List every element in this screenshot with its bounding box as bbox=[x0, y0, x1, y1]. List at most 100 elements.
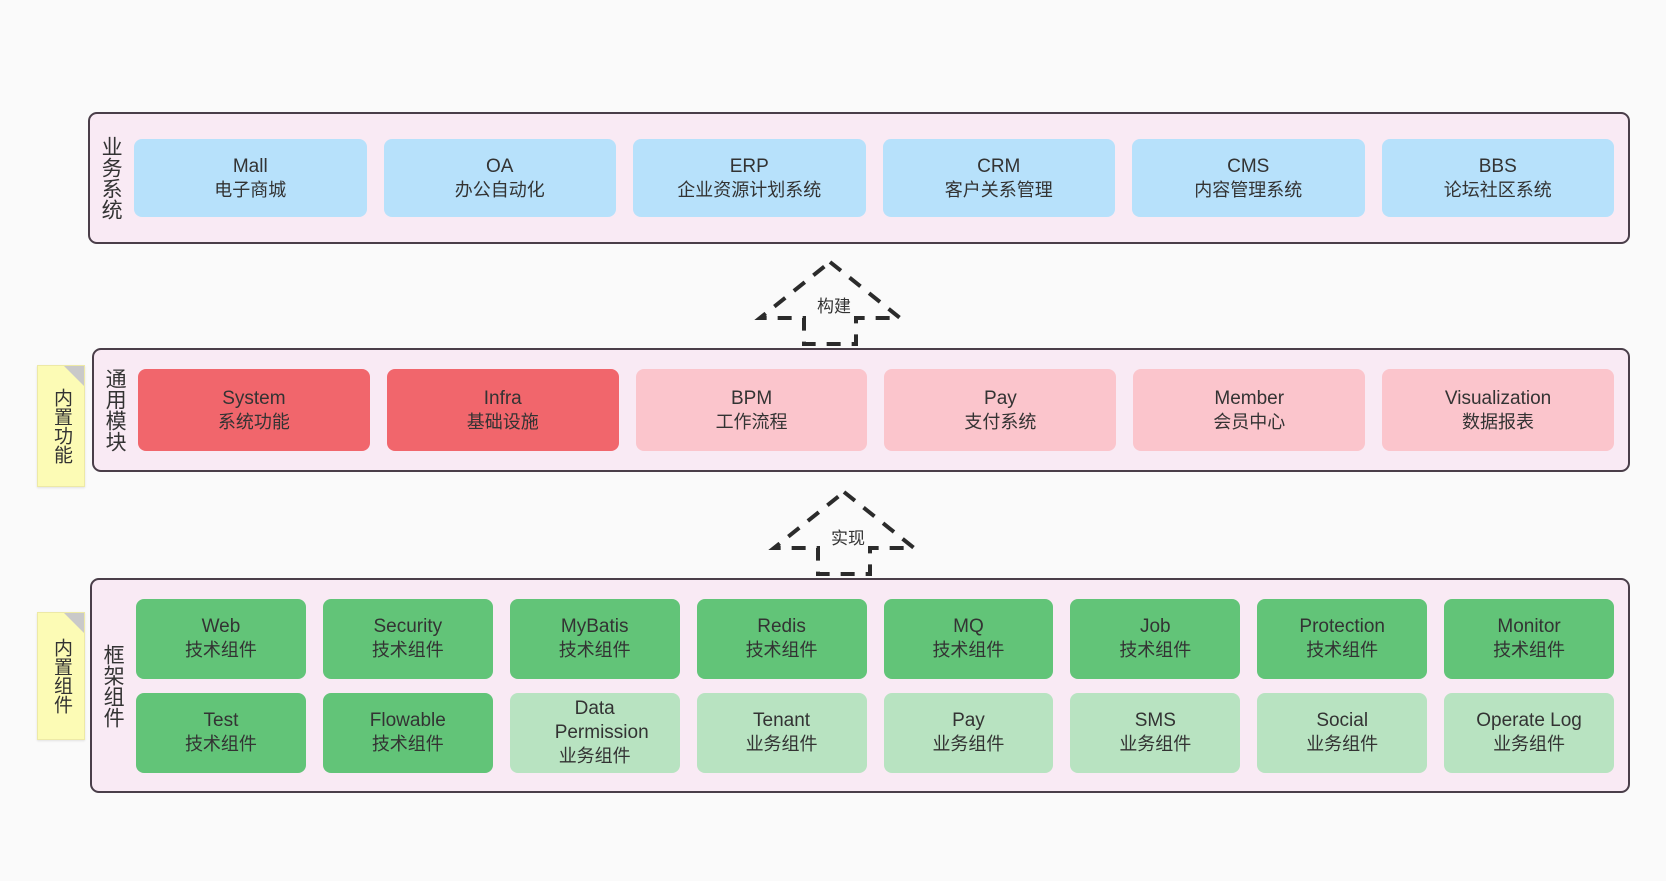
folded-corner-icon bbox=[64, 366, 84, 386]
node-title: System bbox=[222, 387, 286, 409]
node-tenant[interactable]: Tenant 业务组件 bbox=[696, 692, 867, 773]
layer-body-common-module: System 系统功能 Infra 基础设施 BPM 工作流程 Pay 支付系统… bbox=[134, 350, 1628, 470]
node-oa[interactable]: OA 办公自动化 bbox=[383, 139, 616, 217]
node-subtitle: 技术组件 bbox=[932, 640, 1005, 661]
arrow-implement bbox=[768, 489, 920, 576]
node-subtitle: 数据报表 bbox=[1462, 411, 1535, 432]
node-subtitle: 系统功能 bbox=[217, 411, 290, 432]
layer-body-framework-component: Web 技术组件 Security 技术组件 MyBatis 技术组件 Redi… bbox=[132, 580, 1628, 791]
node-subtitle: 电子商城 bbox=[214, 179, 287, 200]
node-title: Visualization bbox=[1444, 387, 1552, 409]
node-title: Mall bbox=[232, 155, 268, 177]
node-subtitle: 论坛社区系统 bbox=[1443, 179, 1552, 200]
node-subtitle: 技术组件 bbox=[371, 640, 444, 661]
arrow-build-label: 构建 bbox=[815, 292, 853, 317]
node-redis[interactable]: Redis 技术组件 bbox=[696, 598, 867, 679]
layer-row: Web 技术组件 Security 技术组件 MyBatis 技术组件 Redi… bbox=[136, 598, 1614, 679]
node-job[interactable]: Job 技术组件 bbox=[1070, 598, 1241, 679]
node-subtitle: 技术组件 bbox=[558, 640, 631, 661]
node-mybatis[interactable]: MyBatis 技术组件 bbox=[509, 598, 680, 679]
node-title: Pay bbox=[984, 387, 1017, 409]
node-title: Flowable bbox=[369, 710, 446, 732]
layer-row: Test 技术组件 Flowable 技术组件 Data Permission … bbox=[136, 692, 1614, 773]
node-title: Member bbox=[1214, 387, 1285, 409]
node-mall[interactable]: Mall 电子商城 bbox=[134, 139, 367, 217]
node-title: Pay bbox=[952, 710, 985, 732]
folded-corner-icon bbox=[64, 613, 84, 633]
node-title: SMS bbox=[1134, 710, 1176, 732]
layer-label-framework-component: 框架组件 bbox=[101, 643, 125, 728]
node-subtitle: 业务组件 bbox=[1493, 734, 1566, 755]
node-title: MQ bbox=[953, 616, 984, 638]
node-operate-log[interactable]: Operate Log 业务组件 bbox=[1444, 692, 1614, 773]
sticky-note-text: 内置功能 bbox=[50, 388, 72, 464]
node-title: Monitor bbox=[1497, 616, 1561, 638]
node-subtitle: 技术组件 bbox=[371, 734, 444, 755]
node-subtitle: 业务组件 bbox=[558, 746, 631, 767]
sticky-note-text: 内置组件 bbox=[50, 638, 72, 714]
node-title: ERP bbox=[729, 155, 769, 177]
node-title: CMS bbox=[1227, 155, 1270, 177]
node-subtitle: 技术组件 bbox=[184, 640, 257, 661]
node-title: MyBatis bbox=[560, 616, 629, 638]
layer-business-system: 业务系统 Mall 电子商城 OA 办公自动化 ERP 企业资源计划系统 CRM… bbox=[88, 112, 1630, 244]
node-title: OA bbox=[486, 155, 514, 177]
node-web[interactable]: Web 技术组件 bbox=[136, 598, 306, 679]
sticky-note-builtin-function[interactable]: 内置功能 bbox=[37, 365, 85, 487]
node-title: BPM bbox=[730, 387, 773, 409]
node-mq[interactable]: MQ 技术组件 bbox=[883, 598, 1054, 679]
layer-row: Mall 电子商城 OA 办公自动化 ERP 企业资源计划系统 CRM 客户关系… bbox=[134, 139, 1614, 217]
node-cms[interactable]: CMS 内容管理系统 bbox=[1132, 139, 1365, 217]
node-subtitle: 业务组件 bbox=[932, 734, 1005, 755]
node-security[interactable]: Security 技术组件 bbox=[322, 598, 493, 679]
sticky-note-builtin-component[interactable]: 内置组件 bbox=[37, 612, 85, 740]
layer-row: System 系统功能 Infra 基础设施 BPM 工作流程 Pay 支付系统… bbox=[138, 369, 1614, 451]
node-subtitle: 客户关系管理 bbox=[944, 179, 1053, 200]
node-subtitle: 技术组件 bbox=[745, 640, 818, 661]
layer-common-module: 通用模块 System 系统功能 Infra 基础设施 BPM 工作流程 Pay… bbox=[92, 348, 1630, 472]
node-title: BBS bbox=[1478, 155, 1517, 177]
node-subtitle: 业务组件 bbox=[745, 734, 818, 755]
node-title: Social bbox=[1316, 710, 1369, 732]
layer-body-business-system: Mall 电子商城 OA 办公自动化 ERP 企业资源计划系统 CRM 客户关系… bbox=[130, 114, 1628, 242]
node-subtitle: 业务组件 bbox=[1119, 734, 1192, 755]
node-title: Data Permission bbox=[554, 698, 649, 744]
node-subtitle: 业务组件 bbox=[1306, 734, 1379, 755]
arrow-implement-label: 实现 bbox=[829, 524, 867, 549]
node-data-permission[interactable]: Data Permission 业务组件 bbox=[509, 692, 680, 773]
node-infra[interactable]: Infra 基础设施 bbox=[386, 369, 619, 451]
node-flowable[interactable]: Flowable 技术组件 bbox=[322, 692, 493, 773]
node-title: Job bbox=[1139, 616, 1171, 638]
node-sms[interactable]: SMS 业务组件 bbox=[1070, 692, 1241, 773]
node-subtitle: 内容管理系统 bbox=[1194, 179, 1303, 200]
node-social[interactable]: Social 业务组件 bbox=[1257, 692, 1428, 773]
node-protection[interactable]: Protection 技术组件 bbox=[1257, 598, 1428, 679]
node-title: Infra bbox=[483, 387, 522, 409]
node-pay[interactable]: Pay 支付系统 bbox=[884, 369, 1117, 451]
node-subtitle: 支付系统 bbox=[964, 411, 1037, 432]
node-subtitle: 企业资源计划系统 bbox=[677, 179, 822, 200]
node-erp[interactable]: ERP 企业资源计划系统 bbox=[633, 139, 866, 217]
node-visualization[interactable]: Visualization 数据报表 bbox=[1382, 369, 1614, 451]
node-pay-business[interactable]: Pay 业务组件 bbox=[883, 692, 1054, 773]
node-bbs[interactable]: BBS 论坛社区系统 bbox=[1381, 139, 1614, 217]
node-subtitle: 技术组件 bbox=[1119, 640, 1192, 661]
node-title: Tenant bbox=[753, 710, 811, 732]
node-title: CRM bbox=[977, 155, 1021, 177]
node-crm[interactable]: CRM 客户关系管理 bbox=[882, 139, 1115, 217]
node-title: Web bbox=[201, 616, 241, 638]
node-member[interactable]: Member 会员中心 bbox=[1133, 369, 1366, 451]
node-monitor[interactable]: Monitor 技术组件 bbox=[1444, 598, 1614, 679]
node-bpm[interactable]: BPM 工作流程 bbox=[635, 369, 868, 451]
node-subtitle: 技术组件 bbox=[184, 734, 257, 755]
arrow-build bbox=[754, 259, 906, 346]
node-subtitle: 办公自动化 bbox=[454, 179, 545, 200]
layer-label-common-module: 通用模块 bbox=[103, 368, 127, 452]
node-system[interactable]: System 系统功能 bbox=[138, 369, 370, 451]
node-title: Test bbox=[203, 710, 239, 732]
node-subtitle: 工作流程 bbox=[715, 411, 788, 432]
node-subtitle: 会员中心 bbox=[1213, 411, 1286, 432]
node-test[interactable]: Test 技术组件 bbox=[136, 692, 306, 773]
node-subtitle: 技术组件 bbox=[1493, 640, 1566, 661]
